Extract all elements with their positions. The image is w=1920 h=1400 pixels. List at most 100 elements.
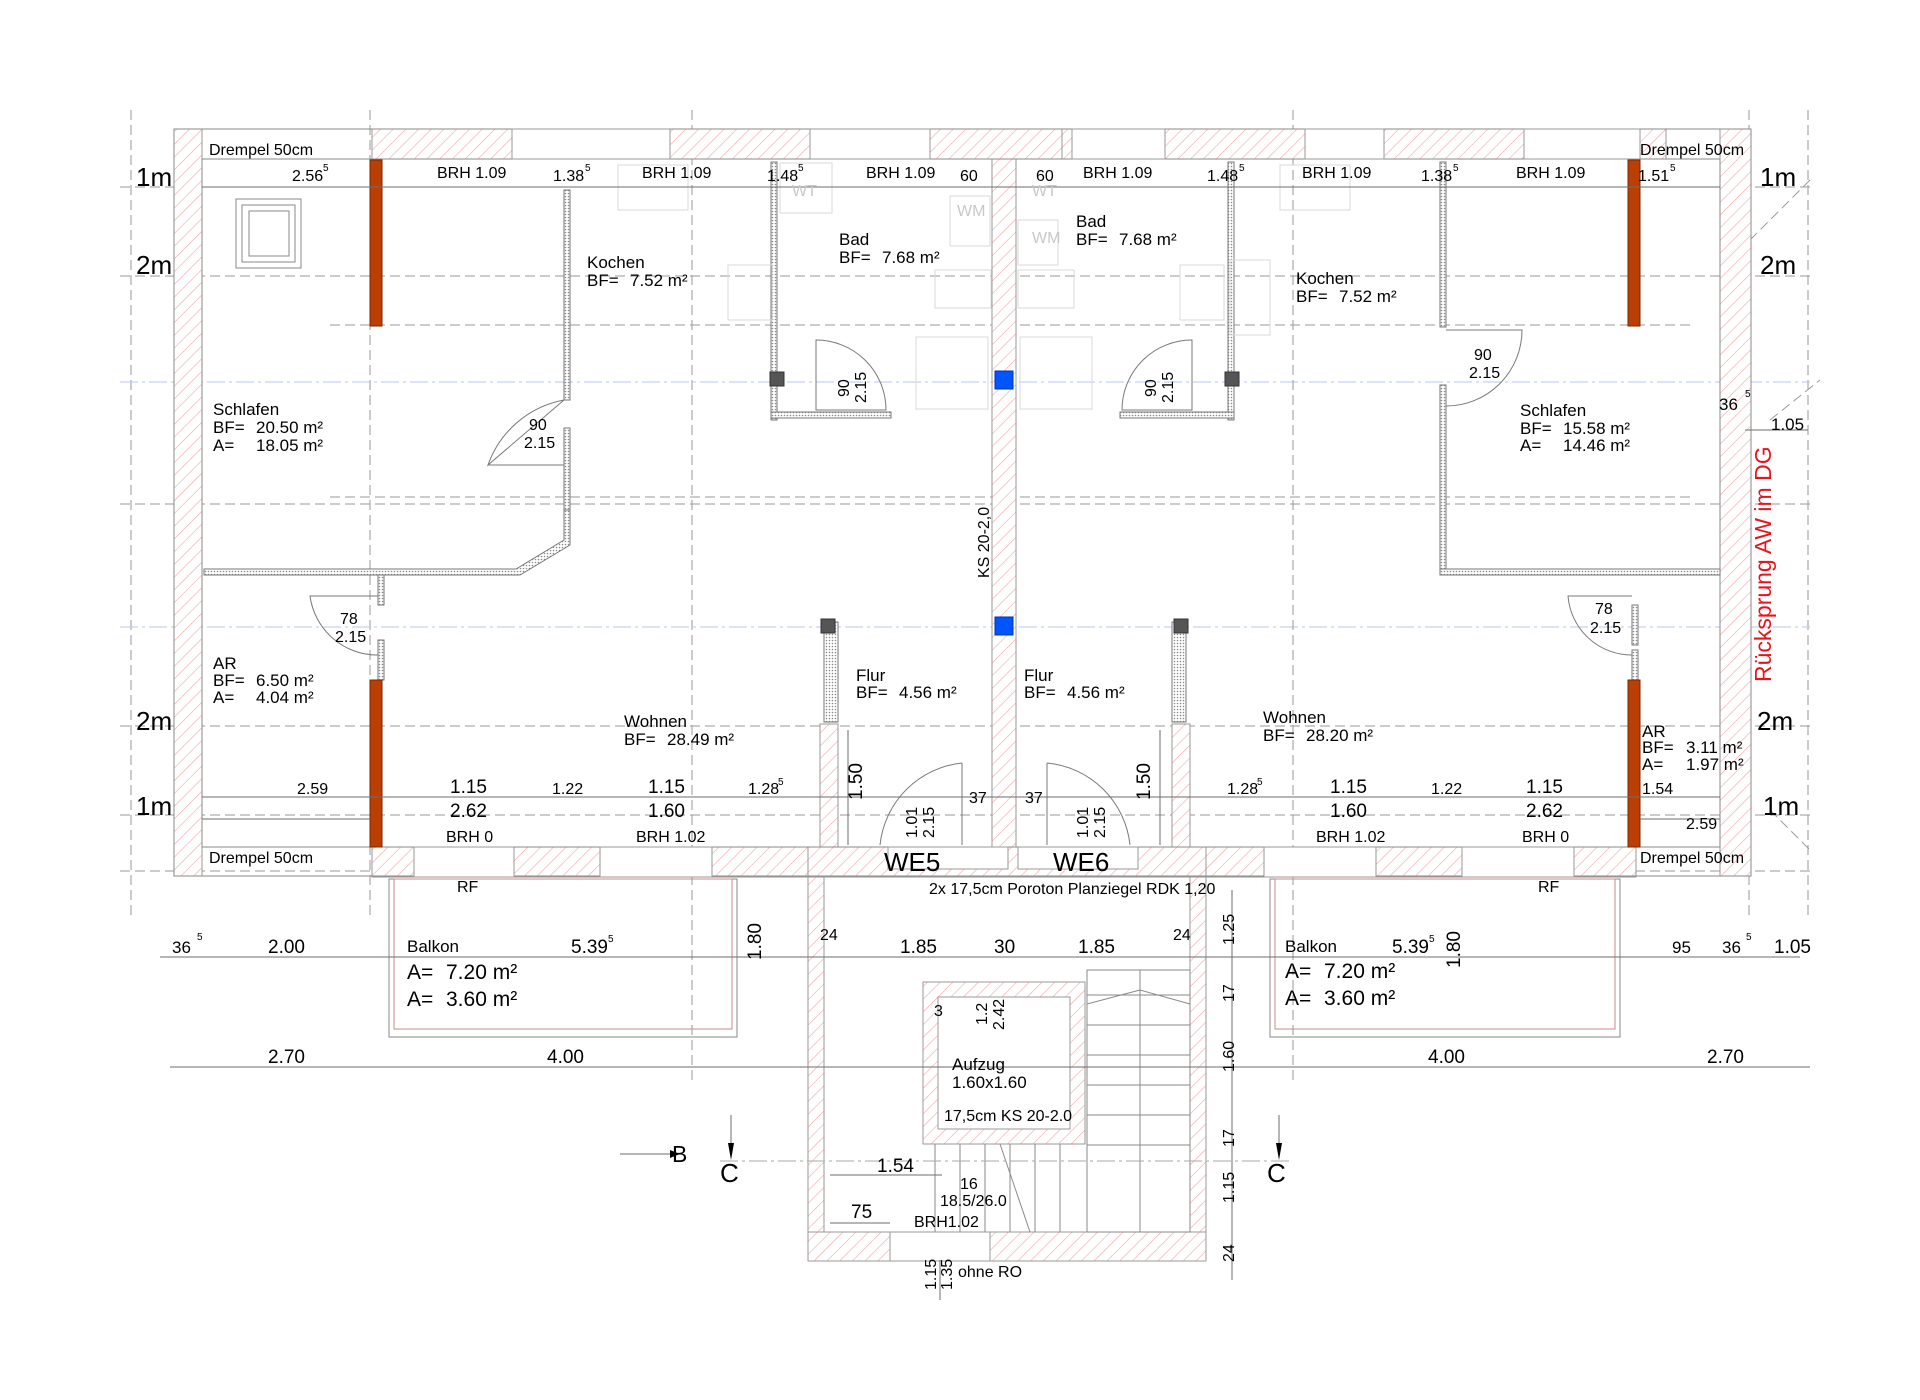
dim-bottom: 2.59 bbox=[1686, 816, 1717, 833]
dim-sup: 5 bbox=[1257, 777, 1263, 788]
svg-text:BF=: BF= bbox=[1520, 419, 1552, 438]
chimneys bbox=[369, 159, 1641, 848]
dim-brh: BRH 0 bbox=[1522, 829, 1569, 846]
svg-text:Bad: Bad bbox=[839, 230, 869, 249]
dim-brh: BRH 1.02 bbox=[636, 829, 705, 846]
door-height: 2.15 bbox=[853, 372, 870, 403]
svg-text:28.49 m²: 28.49 m² bbox=[667, 730, 734, 749]
svg-text:17,5cm KS 20-2.0: 17,5cm KS 20-2.0 bbox=[944, 1108, 1072, 1125]
svg-text:Wohnen: Wohnen bbox=[624, 712, 687, 731]
dim-sup: 5 bbox=[323, 163, 329, 174]
dim-top: 1.38 bbox=[553, 168, 584, 185]
dim-37: 37 bbox=[1025, 790, 1043, 807]
section-marker-c: C bbox=[1267, 1158, 1286, 1188]
dim-stair: 1.60 bbox=[1221, 1041, 1238, 1072]
svg-text:Aufzug: Aufzug bbox=[952, 1055, 1005, 1074]
door-height: 2.15 bbox=[921, 807, 938, 838]
svg-text:7.20 m²: 7.20 m² bbox=[446, 961, 517, 984]
height-mark-1m: 1m bbox=[1760, 162, 1796, 192]
dim-sup: 5 bbox=[197, 932, 203, 943]
dim-top: 1.48 bbox=[767, 168, 798, 185]
dim-row2: 2.70 bbox=[1707, 1047, 1744, 1068]
svg-text:BF=: BF= bbox=[213, 418, 245, 437]
dim-row1: 36 bbox=[1722, 938, 1741, 957]
door-height: 2.15 bbox=[1160, 372, 1177, 403]
wall-note: 2x 17,5cm Poroton Planziegel RDK 1,20 bbox=[929, 881, 1215, 898]
outer-walls bbox=[173, 128, 1752, 1262]
svg-text:Kochen: Kochen bbox=[587, 253, 645, 272]
dim-row1: 24 bbox=[820, 927, 838, 944]
dim-right: 36 bbox=[1719, 395, 1738, 414]
ohne-ro-label: ohne RO bbox=[958, 1264, 1022, 1281]
dim-row2: 2.70 bbox=[268, 1047, 305, 1068]
fixture-wm-label: WM bbox=[1032, 230, 1060, 247]
elevator: 3 1.2 2.42 Aufzug 1.60x1.60 17,5cm KS 20… bbox=[934, 999, 1072, 1125]
svg-text:15.58 m²: 15.58 m² bbox=[1563, 419, 1630, 438]
dim-bottom: 1.54 bbox=[1642, 781, 1673, 798]
height-mark-1m: 1m bbox=[1763, 791, 1799, 821]
dim-right: 1.05 bbox=[1771, 415, 1804, 434]
svg-text:5: 5 bbox=[608, 934, 614, 945]
dim-bottom: 1.28 bbox=[1227, 781, 1258, 798]
dim-top: BRH 1.09 bbox=[1302, 165, 1371, 182]
drempel-label: Drempel 50cm bbox=[1640, 142, 1744, 159]
dim-row1: 36 bbox=[172, 938, 191, 957]
svg-text:BF=: BF= bbox=[839, 248, 871, 267]
door-width: 90 bbox=[1143, 379, 1160, 397]
svg-text:Schlafen: Schlafen bbox=[1520, 401, 1586, 420]
section-marker-b: B bbox=[672, 1141, 687, 1167]
svg-text:1.60x1.60: 1.60x1.60 bbox=[952, 1073, 1027, 1092]
dim-row1: 1.85 bbox=[1078, 937, 1115, 958]
dim-bottom: 1.15 bbox=[1526, 777, 1563, 798]
dimension-lines bbox=[160, 186, 1810, 1300]
drempel-label: Drempel 50cm bbox=[1640, 850, 1744, 867]
svg-text:BF=: BF= bbox=[624, 730, 656, 749]
dim-stair: 1.54 bbox=[877, 1156, 914, 1177]
dim-bottom: 1.28 bbox=[748, 781, 779, 798]
svg-text:1.80: 1.80 bbox=[1444, 931, 1465, 968]
svg-text:A=: A= bbox=[213, 436, 234, 455]
svg-text:1.2: 1.2 bbox=[974, 1003, 991, 1025]
drempel-label: Drempel 50cm bbox=[209, 850, 313, 867]
svg-text:3.60 m²: 3.60 m² bbox=[1324, 987, 1395, 1010]
dim-bottom: 1.22 bbox=[1431, 781, 1462, 798]
svg-text:Flur: Flur bbox=[1024, 666, 1054, 685]
dim-row1: 2.00 bbox=[268, 937, 305, 958]
svg-text:14.46 m²: 14.46 m² bbox=[1563, 436, 1630, 455]
svg-text:A=: A= bbox=[1642, 755, 1663, 774]
dim-top: 1.48 bbox=[1207, 168, 1238, 185]
dim-top: 2.56 bbox=[292, 168, 323, 185]
door-height: 2.15 bbox=[335, 629, 366, 646]
svg-text:7.68 m²: 7.68 m² bbox=[1119, 230, 1177, 249]
dim-bottom: 1.15 bbox=[1330, 777, 1367, 798]
stair-steps: 16 bbox=[960, 1176, 978, 1193]
dim-bottom: 1.22 bbox=[552, 781, 583, 798]
dim-row2: 4.00 bbox=[1428, 1047, 1465, 1068]
room-right-kochen: Kochen BF= 7.52 m² bbox=[1296, 269, 1397, 306]
svg-text:28.20 m²: 28.20 m² bbox=[1306, 726, 1373, 745]
dim-flur: 1.50 bbox=[846, 763, 867, 800]
dim-stair: 1.15 bbox=[1221, 1172, 1238, 1203]
door-height: 2.15 bbox=[1590, 620, 1621, 637]
svg-text:3.60 m²: 3.60 m² bbox=[446, 988, 517, 1011]
door-height: 2.15 bbox=[1469, 365, 1500, 382]
doors bbox=[309, 329, 1633, 846]
door-width: 90 bbox=[529, 417, 547, 434]
svg-text:7.20 m²: 7.20 m² bbox=[1324, 960, 1395, 983]
dim-top: BRH 1.09 bbox=[437, 165, 506, 182]
door-height: 2.15 bbox=[524, 435, 555, 452]
svg-text:BF=: BF= bbox=[1076, 230, 1108, 249]
svg-text:5.39: 5.39 bbox=[1392, 937, 1429, 958]
room-right-schlafen: Schlafen BF= 15.58 m² A= 14.46 m² bbox=[1520, 401, 1630, 455]
svg-text:7.52 m²: 7.52 m² bbox=[630, 271, 688, 290]
room-right-flur: Flur BF= 4.56 m² bbox=[1024, 666, 1125, 702]
dim-brh: BRH 0 bbox=[446, 829, 493, 846]
dim-row2: 4.00 bbox=[547, 1047, 584, 1068]
svg-text:BF=: BF= bbox=[1263, 726, 1295, 745]
dim-stair: 75 bbox=[851, 1202, 872, 1223]
door-width: 1.01 bbox=[1075, 807, 1092, 838]
dim-stair: 1.15 bbox=[923, 1259, 940, 1290]
height-mark-1m: 1m bbox=[136, 791, 172, 821]
dim-top: BRH 1.09 bbox=[642, 165, 711, 182]
